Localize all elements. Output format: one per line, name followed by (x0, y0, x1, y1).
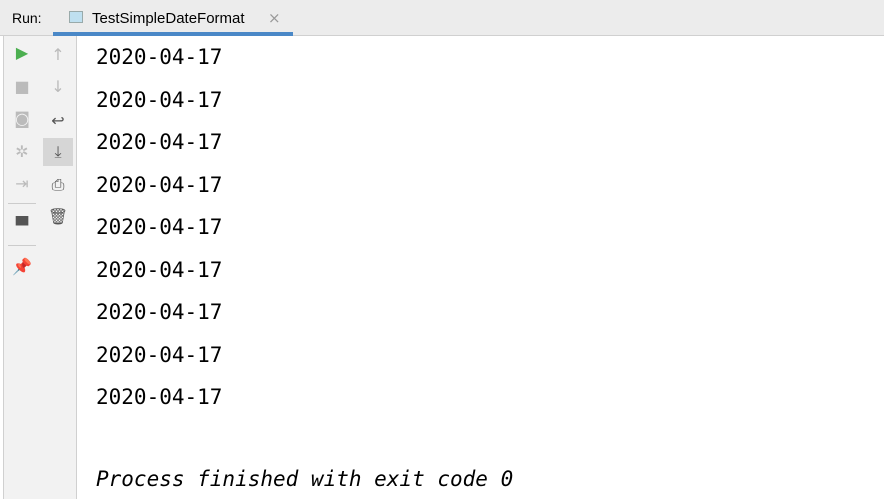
scroll-to-end-icon[interactable]: ⤓ (43, 138, 73, 166)
divider (8, 203, 36, 204)
right-action-bar: ↑ ↓ ↩ ⤓ ⎙ 🗑 (40, 36, 77, 499)
arrow-down-icon[interactable]: ↓ (51, 76, 65, 96)
run-toolbar: Run: TestSimpleDateFormat × (0, 0, 884, 36)
output-line: 2020-04-17 (96, 172, 223, 197)
stop-icon[interactable]: ■ (14, 76, 30, 96)
left-action-bar: ▶ ■ ◙ ✲ ⇥ ▀ 📌 (3, 36, 41, 499)
output-line: 2020-04-17 (96, 385, 223, 409)
output-line: 2020-04-17 (96, 342, 223, 367)
pin-icon[interactable]: 📌 (12, 256, 32, 276)
tab-test-simple-date-format[interactable]: TestSimpleDateFormat × (53, 0, 293, 36)
trash-icon[interactable]: 🗑 (47, 206, 69, 226)
camera-icon[interactable]: ◙ (14, 108, 30, 128)
arrow-up-icon[interactable]: ↑ (51, 44, 65, 64)
output-line: 2020-04-17 (96, 215, 223, 239)
output-line: 2020-04-17 (96, 45, 223, 69)
debug-icon[interactable]: ✲ (15, 141, 29, 161)
soft-wrap-icon[interactable]: ↩ (51, 110, 65, 130)
close-icon[interactable]: × (268, 9, 281, 27)
output-line: 2020-04-17 (96, 87, 223, 112)
output-line: 2020-04-17 (96, 257, 223, 282)
output-line: 2020-04-17 (96, 130, 223, 154)
divider (8, 245, 36, 246)
rerun-icon[interactable]: ▶ (15, 42, 29, 62)
console-output: 2020-04-17 2020-04-17 2020-04-17 2020-04… (96, 41, 222, 424)
process-message: Process finished with exit code 0 (96, 467, 514, 491)
run-label: Run: (12, 10, 42, 26)
console-icon (69, 11, 83, 23)
print-icon[interactable]: ⎙ (51, 175, 65, 194)
exit-icon[interactable]: ⇥ (15, 173, 29, 193)
output-line: 2020-04-17 (96, 300, 223, 324)
layout-icon[interactable]: ▀ (15, 215, 29, 235)
tab-title: TestSimpleDateFormat (92, 10, 245, 27)
